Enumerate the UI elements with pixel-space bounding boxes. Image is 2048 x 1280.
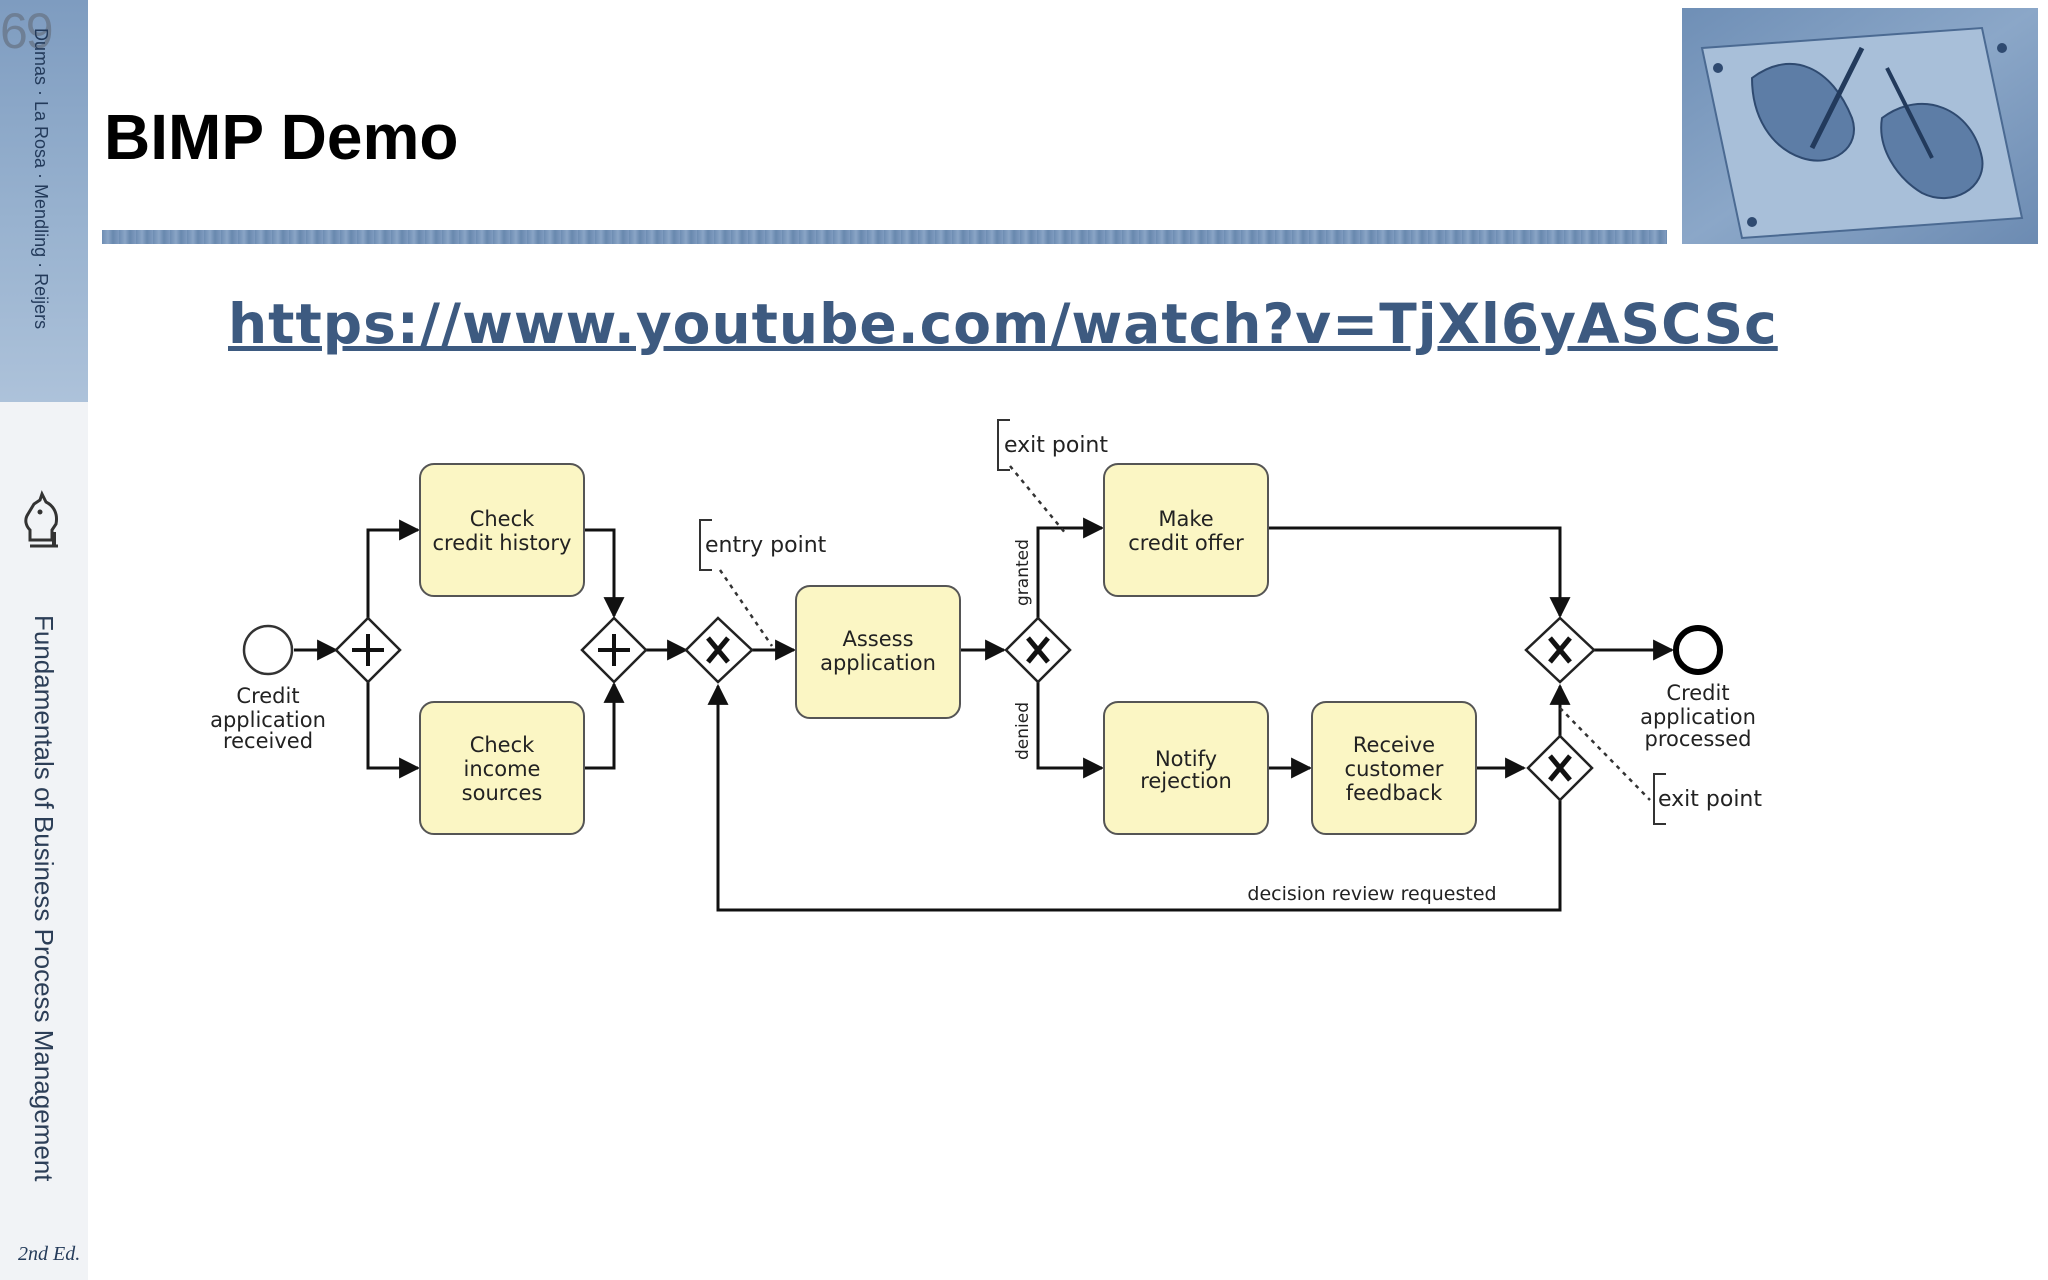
flow-granted bbox=[1036, 517, 1105, 618]
final-merge-gateway bbox=[1524, 616, 1596, 684]
task-make-credit-offer: Make credit offer bbox=[1103, 463, 1269, 597]
sequence-flows bbox=[294, 517, 1675, 912]
task-label-line: feedback bbox=[1346, 781, 1443, 805]
end-event-label: Credit application processed bbox=[1640, 681, 1756, 751]
flow-split-to-credit-history bbox=[366, 519, 421, 618]
book-title: Fundamentals of Business Process Managem… bbox=[29, 615, 59, 1182]
task-label-line: Notify bbox=[1155, 747, 1217, 771]
flow-income-to-join bbox=[584, 681, 625, 770]
task-label-line: Receive bbox=[1353, 733, 1435, 757]
denied-label: denied bbox=[1013, 702, 1033, 760]
task-notify-rejection: Notify rejection bbox=[1103, 701, 1269, 835]
task-check-income-sources: Check income sources bbox=[419, 701, 585, 835]
edition-label: 2nd Ed. bbox=[18, 1243, 81, 1265]
event-label-line: processed bbox=[1645, 727, 1752, 751]
end-event-icon bbox=[1673, 625, 1723, 675]
flow-denied bbox=[1036, 682, 1105, 779]
flow-split-to-income bbox=[366, 682, 421, 779]
plus-icon bbox=[598, 634, 630, 666]
exit-point-top-association bbox=[1009, 465, 1067, 535]
xor-merge-gateway bbox=[684, 616, 754, 684]
annotation-entry-point: entry point bbox=[699, 519, 827, 571]
slide-title: BIMP Demo bbox=[104, 101, 459, 173]
decision-review-label: decision review requested bbox=[1247, 883, 1496, 905]
annotation-text: entry point bbox=[705, 533, 827, 558]
task-label-line: Assess bbox=[842, 627, 913, 651]
event-label-line: application bbox=[210, 708, 326, 732]
slide-number: 69 bbox=[0, 3, 54, 59]
task-label-line: application bbox=[820, 651, 936, 675]
x-icon bbox=[1026, 636, 1050, 664]
x-icon bbox=[1548, 754, 1572, 782]
feedback-gateway bbox=[1526, 734, 1594, 802]
plus-icon bbox=[352, 634, 384, 666]
task-label-line: credit history bbox=[433, 531, 572, 555]
task-assess-application: Assess application bbox=[795, 585, 961, 719]
event-label-line: Credit bbox=[236, 684, 299, 708]
x-icon bbox=[706, 636, 730, 664]
task-label-line: customer bbox=[1345, 757, 1444, 781]
entry-point-association bbox=[718, 569, 774, 647]
knight-logo-icon bbox=[24, 490, 58, 548]
task-label-line: Check bbox=[470, 507, 535, 531]
event-label-line: Credit bbox=[1666, 681, 1729, 705]
annotation-text: exit point bbox=[1658, 787, 1762, 812]
task-label-line: Check bbox=[470, 733, 535, 757]
task-label-line: sources bbox=[462, 781, 543, 805]
task-label-line: credit offer bbox=[1128, 531, 1244, 555]
start-event-icon bbox=[242, 624, 294, 676]
flow-offer-to-merge bbox=[1268, 526, 1571, 619]
annotation-exit-point-bottom: exit point bbox=[1653, 773, 1762, 825]
exit-point-bottom-association bbox=[1559, 707, 1651, 801]
parallel-split-gateway bbox=[334, 616, 402, 684]
video-link[interactable]: https://www.youtube.com/watch?v=TjXl6yAS… bbox=[228, 292, 1778, 356]
start-event-label: Credit application received bbox=[210, 684, 326, 753]
x-icon bbox=[1548, 636, 1572, 664]
task-label-line: rejection bbox=[1140, 769, 1232, 793]
granted-label: granted bbox=[1013, 539, 1033, 606]
task-receive-customer-feedback: Receive customer feedback bbox=[1311, 701, 1477, 835]
flow-decision-review-loop bbox=[707, 683, 1562, 912]
flow-credit-history-to-join bbox=[584, 528, 625, 619]
annotation-exit-point-top: exit point bbox=[997, 419, 1108, 471]
sidebar: 69 Dumas · La Rosa · Mendling · Reijers … bbox=[0, 0, 88, 1280]
title-rule bbox=[102, 230, 1667, 244]
event-label-line: application bbox=[1640, 705, 1756, 729]
event-label-line: received bbox=[223, 729, 313, 753]
task-label-line: Make bbox=[1158, 507, 1213, 531]
parallel-join-gateway bbox=[580, 616, 648, 684]
decision-gateway bbox=[1004, 616, 1072, 684]
authors-label: Dumas · La Rosa · Mendling · Reijers bbox=[31, 28, 51, 330]
annotation-text: exit point bbox=[1004, 433, 1108, 458]
drawing-hands-image bbox=[1682, 8, 2038, 244]
task-check-credit-history: Check credit history bbox=[419, 463, 585, 597]
task-label-line: income bbox=[464, 757, 541, 781]
sidebar-banner bbox=[0, 0, 88, 402]
